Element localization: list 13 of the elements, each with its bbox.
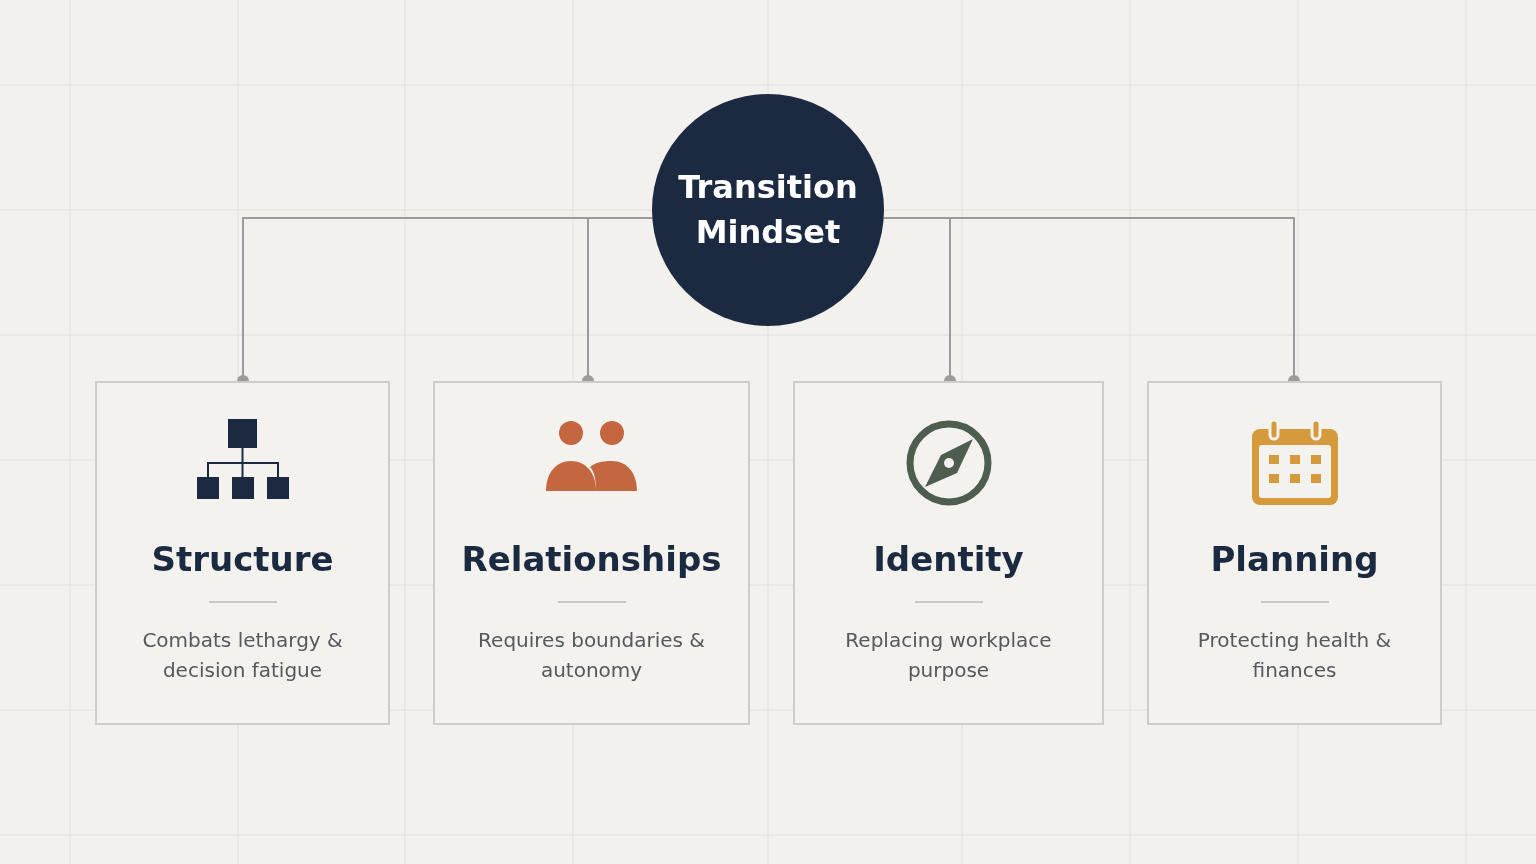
category-card — [95, 381, 390, 725]
card-heading: Structure — [151, 539, 334, 579]
card-heading: Relationships — [461, 539, 722, 579]
card-description: Combats lethargy & decision fatigue — [141, 627, 344, 684]
card-description: Protecting health & finances — [1196, 627, 1393, 684]
category-card — [433, 381, 750, 725]
card-heading: Planning — [1210, 539, 1379, 579]
circle-title: Transition Mindset — [677, 167, 859, 253]
card-description: Requires boundaries & autonomy — [477, 627, 706, 684]
category-card — [793, 381, 1104, 725]
card-description: Replacing workplace purpose — [844, 627, 1053, 684]
category-card — [1147, 381, 1442, 725]
card-heading: Identity — [873, 539, 1024, 579]
